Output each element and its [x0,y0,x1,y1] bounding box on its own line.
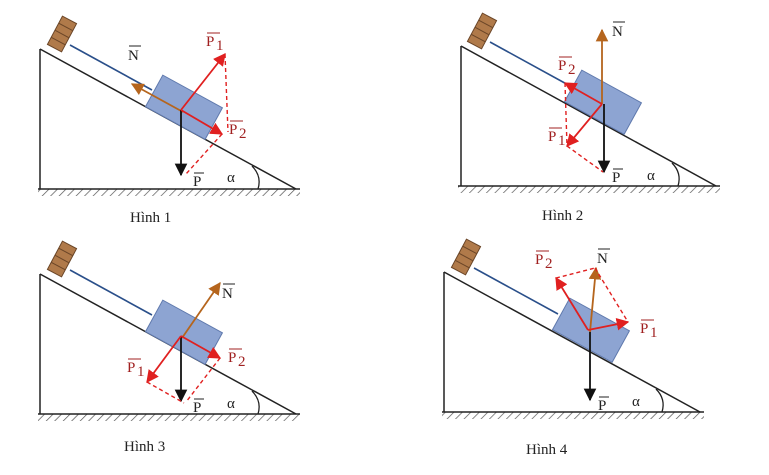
label-P2: P [228,350,236,366]
dashed-guide [146,381,185,404]
p2-arrow [180,109,224,135]
figure-1: N P 1 P 2 P α Hình 1 [38,15,300,226]
dashed-guide [185,133,223,175]
p1-arrow [146,335,182,384]
label-P: P [193,400,201,416]
dashed-guide [594,267,629,323]
figure-4: N P 2 P 1 P α Hình 4 [442,238,704,458]
block [144,299,224,366]
dashed-guide [555,267,596,279]
label-P1-sub: 1 [650,325,658,341]
normal-force-arrow [130,83,184,113]
wall-anchor [466,12,498,50]
caption: Hình 2 [542,208,583,224]
incline-line [460,45,717,187]
label-N: N [612,24,623,40]
label-alpha: α [632,394,640,410]
p1-arrow [587,318,630,331]
wall-anchor [46,240,78,278]
normal-force-arrow [588,266,602,333]
dashed-guide [185,357,221,403]
caption: Hình 4 [526,442,568,458]
label-N: N [128,48,139,64]
rope [69,269,153,316]
alpha-arc [655,388,664,413]
caption: Hình 3 [124,439,165,455]
label-P1: P [127,360,135,376]
ground-hatch [442,412,704,419]
label-alpha: α [227,170,235,186]
label-P1: P [548,129,556,145]
label-P: P [612,170,620,186]
label-P2-sub: 2 [238,354,246,370]
normal-force-arrow [181,281,221,339]
p1-arrow [180,53,226,111]
label-P1: P [206,34,214,50]
ground-hatch [38,189,300,196]
p1-arrow [566,103,603,147]
dashed-guide [566,145,604,173]
label-P2: P [535,252,543,268]
p2-arrow [555,276,589,331]
p2-arrow [180,335,222,359]
rope [69,44,153,91]
label-P2: P [229,122,237,138]
figure-3: N P 1 P 2 P α Hình 3 [38,240,300,455]
p2-arrow [563,82,603,105]
label-P2-sub: 2 [568,62,576,78]
alpha-arc [671,162,680,187]
dashed-guide [224,53,229,133]
label-N: N [222,286,233,302]
alpha-arc [251,390,260,415]
label-P: P [598,398,606,414]
rope [473,267,559,315]
alpha-arc [251,165,260,190]
dashed-guide [564,82,568,147]
rope [489,41,573,88]
label-P1-sub: 1 [216,38,224,54]
label-P1-sub: 1 [137,364,145,380]
figure-2: N P 2 P 1 P α Hình 2 [458,12,720,224]
ground-hatch [458,186,720,193]
label-P1-sub: 1 [558,133,566,149]
label-alpha: α [647,168,655,184]
ground-hatch [38,414,300,421]
label-alpha: α [227,396,235,412]
label-P2-sub: 2 [239,126,247,142]
caption: Hình 1 [130,210,171,226]
wall-anchor [450,238,482,276]
label-P2-sub: 2 [545,256,553,272]
label-P: P [193,174,201,190]
label-N: N [597,251,608,267]
label-P2: P [558,58,566,74]
incline-line [443,271,701,413]
wall-anchor [46,15,78,53]
label-P1: P [640,321,648,337]
